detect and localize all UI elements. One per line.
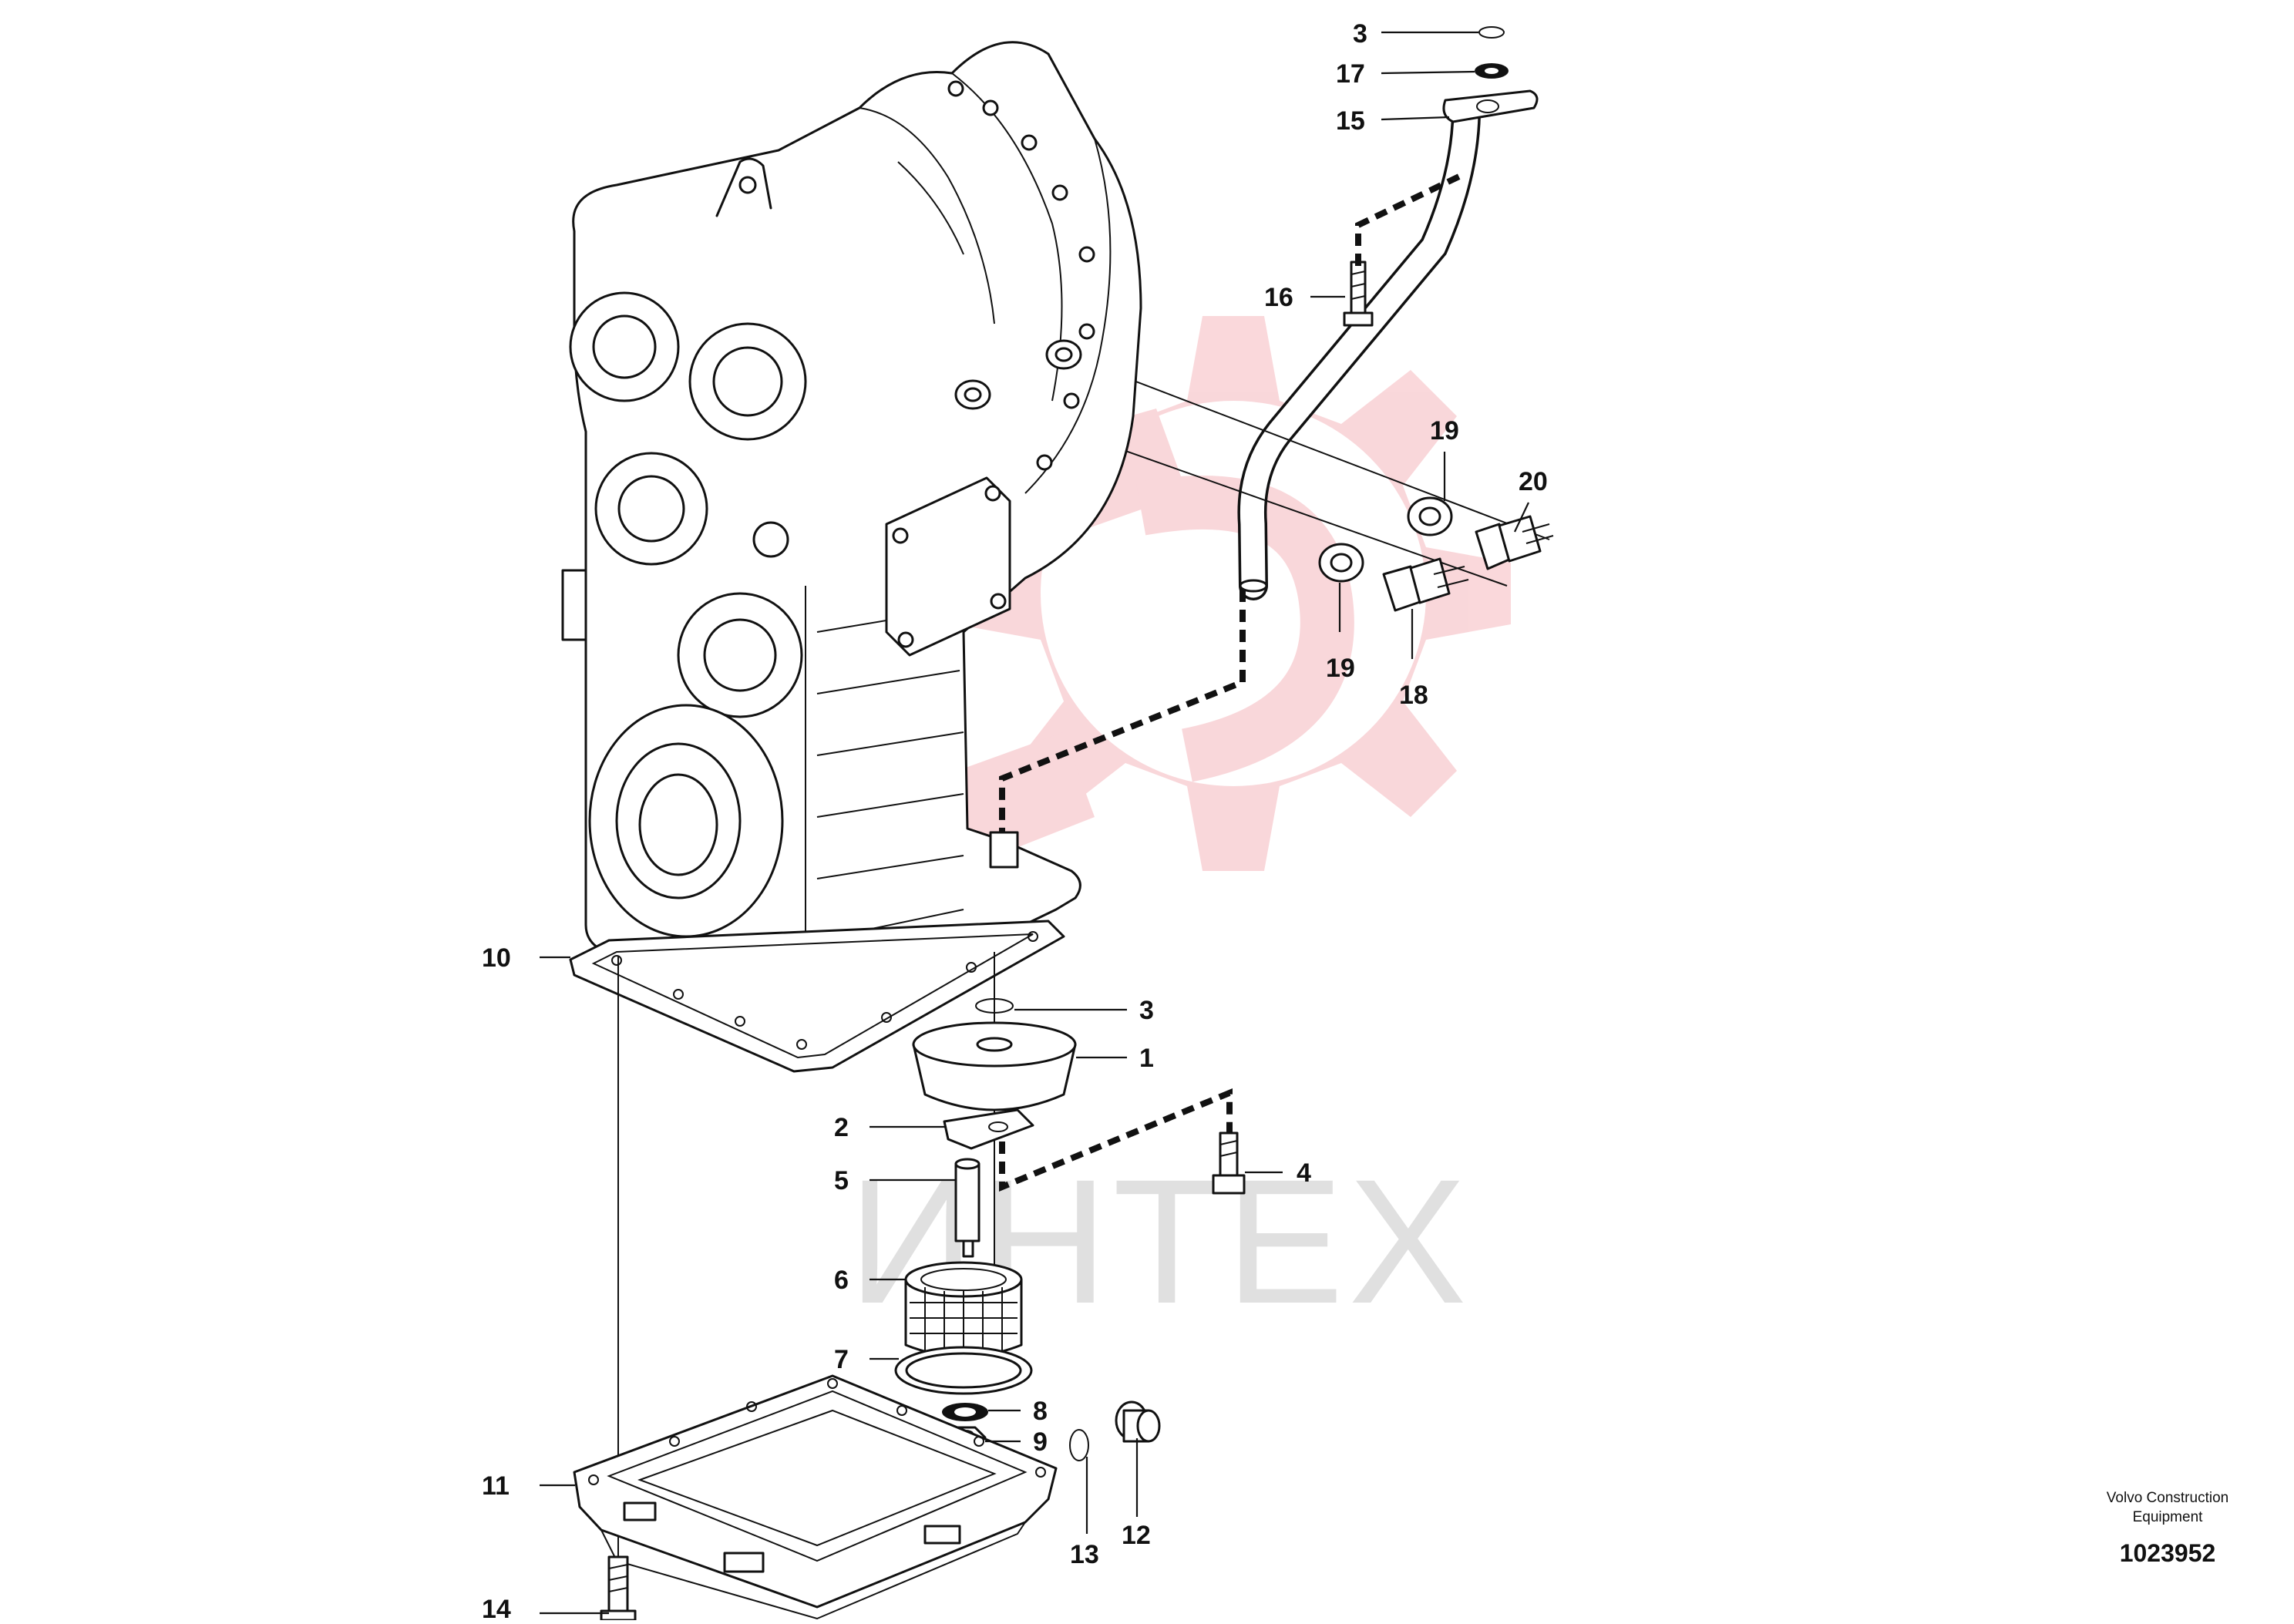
callout-1: 1 (1139, 1044, 1154, 1073)
document-number: 1023952 (2120, 1539, 2216, 1567)
callout-2: 2 (834, 1113, 849, 1142)
screw-16 (1343, 261, 1374, 327)
o-ring-7 (894, 1346, 1033, 1395)
callout-10: 10 (482, 943, 511, 973)
screw-4 (1212, 1131, 1246, 1195)
callout-4: 4 (1297, 1158, 1311, 1188)
callout-8: 8 (1033, 1397, 1048, 1426)
dashed-connector-lower (999, 1088, 1233, 1192)
callout-7: 7 (834, 1345, 849, 1374)
seal-washer-19-lower (1318, 543, 1364, 583)
sensor-20 (1475, 515, 1554, 570)
callout-19-upper: 19 (1430, 416, 1459, 446)
callout-6: 6 (834, 1266, 849, 1295)
dashed-connector-middle (999, 590, 1246, 840)
sensor-axis-upper (1065, 354, 1550, 540)
callout-3-mid: 3 (1139, 996, 1154, 1025)
seal-ring-3-top (1478, 26, 1505, 39)
strainer-6 (904, 1261, 1023, 1363)
manufacturer-line-1: Volvo Construction (2107, 1490, 2228, 1506)
callout-14: 14 (482, 1595, 511, 1620)
plate-2 (943, 1108, 1034, 1150)
seal-washer-19-upper (1407, 496, 1453, 536)
callout-15: 15 (1336, 106, 1365, 136)
callout-18: 18 (1399, 681, 1428, 710)
callout-9: 9 (1033, 1427, 1048, 1457)
drain-plug-12 (1115, 1400, 1161, 1443)
callout-labels: 3 17 15 16 19 20 19 18 10 3 1 2 4 5 6 7 … (482, 19, 1548, 1624)
manufacturer-line-2: Equipment (2133, 1509, 2204, 1525)
footer-credit: Volvo Construction Equipment 1023952 (2107, 1490, 2228, 1567)
sensor-18 (1382, 557, 1469, 612)
transmission-housing (561, 41, 1142, 1019)
callout-3-top: 3 (1353, 19, 1367, 49)
callout-12: 12 (1122, 1521, 1151, 1550)
seal-ring-13 (1069, 1429, 1089, 1461)
dashed-connector-top (1355, 173, 1462, 266)
callout-5: 5 (834, 1166, 849, 1195)
washer-8 (942, 1403, 988, 1421)
callout-16: 16 (1264, 283, 1293, 312)
screw-14 (600, 1555, 637, 1622)
callout-20: 20 (1519, 467, 1548, 496)
callout-17: 17 (1336, 59, 1365, 89)
stud-5 (954, 1158, 980, 1258)
washer-17 (1475, 63, 1509, 79)
oil-pan-11 (573, 1374, 1058, 1620)
tube-bracket (1442, 89, 1539, 123)
seal-ring-3-mid (975, 998, 1014, 1014)
callout-19-lower: 19 (1326, 654, 1355, 683)
callout-11: 11 (482, 1471, 510, 1501)
gasket-10 (569, 920, 1065, 1073)
callout-13: 13 (1070, 1540, 1099, 1569)
leader-lines (540, 31, 1529, 1615)
cover-1 (912, 1021, 1077, 1111)
